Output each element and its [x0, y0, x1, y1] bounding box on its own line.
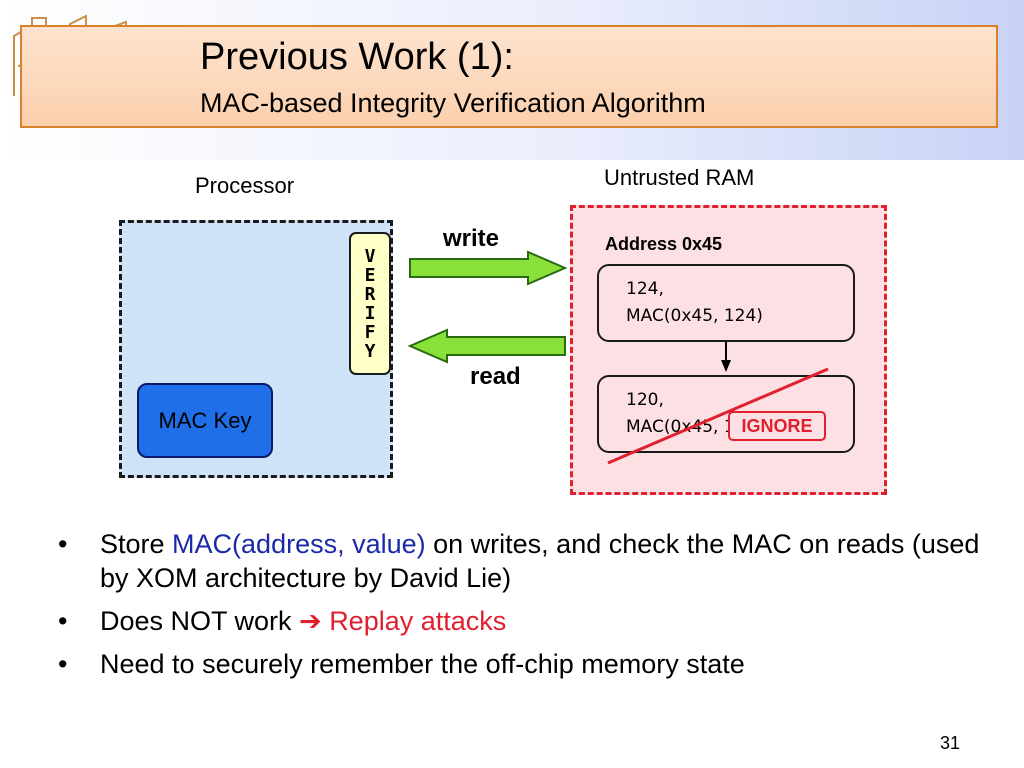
bullet-highlight: MAC(address, value) [172, 529, 426, 559]
verify-letter: E [364, 264, 376, 286]
verify-box: V E R I F Y [349, 232, 391, 375]
ram-label: Untrusted RAM [604, 165, 755, 190]
bullet-text: Does NOT work [100, 606, 300, 636]
mac-key-box: MAC Key [137, 383, 273, 458]
bullet-item: • Store MAC(address, value) on writes, a… [58, 527, 988, 595]
address-label: Address 0x45 [605, 234, 723, 254]
bullet-item: • Does NOT work ➔ Replay attacks [58, 604, 988, 638]
slide-subtitle: MAC-based Integrity Verification Algorit… [200, 88, 706, 118]
bullet-text: Store [100, 529, 173, 559]
bullet-dot: • [58, 606, 68, 636]
title-banner [20, 25, 998, 128]
memory-value: 120, [626, 390, 664, 410]
verify-letter: V [364, 245, 376, 267]
bullet-text: on writes, and check the MAC on reads (u… [100, 529, 980, 593]
write-arrow-icon [409, 250, 568, 286]
verify-letter: F [364, 321, 376, 343]
bullet-dot: • [58, 529, 68, 559]
read-label: read [470, 363, 521, 390]
processor-label: Processor [195, 173, 295, 198]
bullet-text: Need to securely remember the off-chip m… [100, 649, 745, 679]
strike-line [607, 367, 829, 465]
verify-letter: I [364, 302, 376, 324]
verify-letter: Y [364, 340, 376, 362]
memory-value: 124, [626, 279, 664, 299]
page-number: 31 [940, 733, 961, 753]
memory-mac: MAC(0x45, 124) [626, 306, 763, 326]
read-arrow-icon [407, 328, 566, 364]
bullet-highlight: Replay attacks [329, 606, 507, 636]
ignore-label: IGNORE [728, 411, 826, 441]
down-arrowhead-icon [721, 360, 731, 372]
slide-title: Previous Work (1): [200, 36, 514, 78]
right-arrow-icon: ➔ [299, 606, 322, 636]
memory-entry-current: 124, MAC(0x45, 124) [597, 264, 855, 342]
bullet-list: • Store MAC(address, value) on writes, a… [58, 527, 988, 690]
bullet-item: • Need to securely remember the off-chip… [58, 647, 988, 681]
bullet-dot: • [58, 649, 68, 679]
verify-letter: R [364, 283, 376, 305]
write-label: write [443, 225, 500, 252]
